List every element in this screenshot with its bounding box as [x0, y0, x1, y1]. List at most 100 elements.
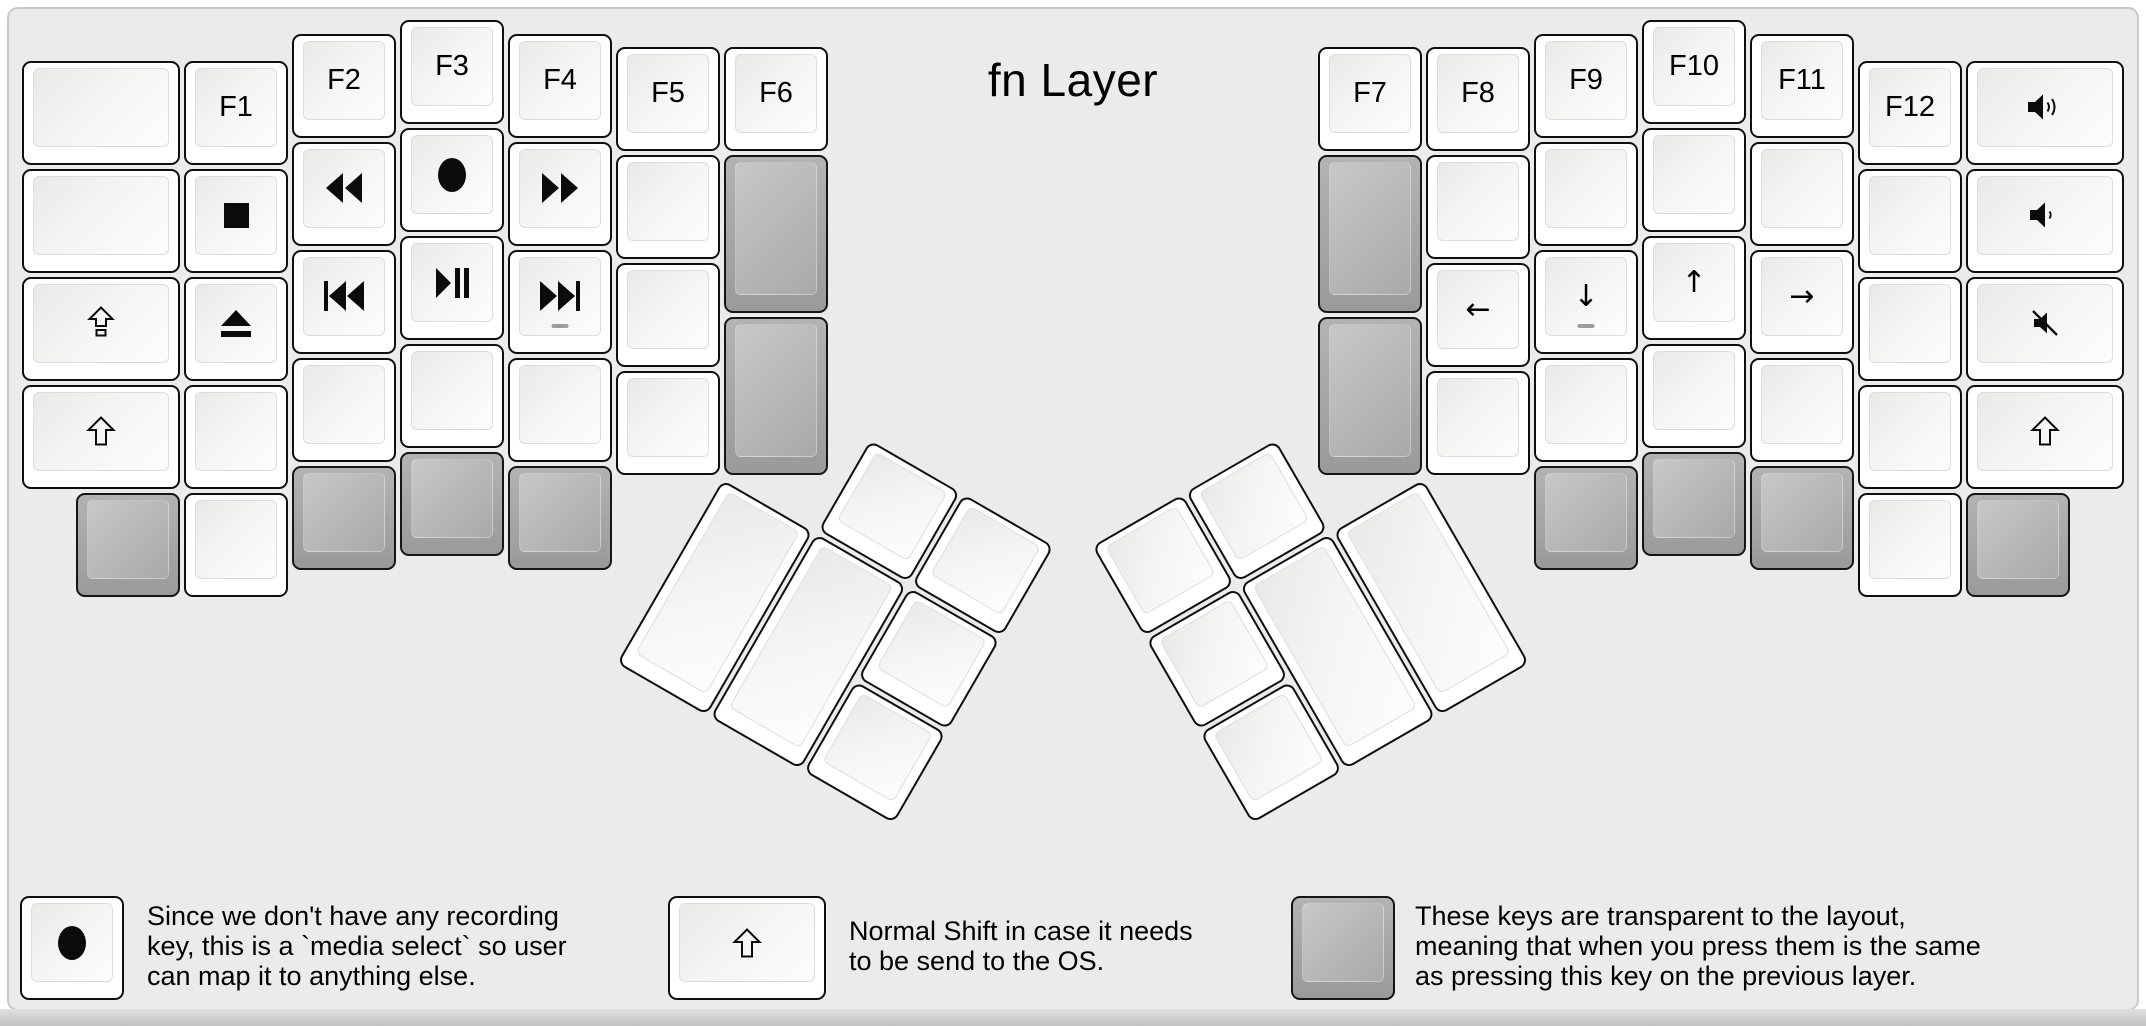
key-blank [616, 263, 720, 367]
homing-dash [551, 324, 569, 328]
key-f7: F7 [1318, 47, 1422, 151]
shift-icon [732, 927, 762, 958]
key-arrow-up: ↑ [1642, 236, 1746, 340]
key-transparent [1291, 896, 1395, 1000]
key-f3: F3 [400, 20, 504, 124]
key-transparent [1750, 465, 1854, 570]
volume-mute-icon [2030, 308, 2060, 338]
key-blank [616, 371, 720, 475]
key-label: F10 [1669, 50, 1719, 82]
key-label: F9 [1569, 63, 1603, 96]
key-blank [1858, 276, 1962, 381]
key-blank [1426, 371, 1530, 475]
legend-text-shift: Normal Shift in case it needs to be send… [849, 916, 1193, 976]
key-blank [1858, 384, 1962, 489]
key-blank [1642, 128, 1746, 232]
key-blank [1858, 492, 1962, 597]
key-blank [1750, 357, 1854, 462]
key-label: F3 [435, 50, 469, 82]
key-record [400, 128, 504, 232]
key-fast-forward [508, 141, 612, 246]
key-blank [22, 60, 180, 165]
volume-down-icon [2030, 201, 2060, 229]
stop-icon [223, 202, 249, 228]
key-f12: F12 [1858, 60, 1962, 165]
key-transparent [292, 465, 396, 570]
key-arrow-right: → [1750, 249, 1854, 354]
legend-text-record: Since we don't have any recording key, t… [147, 901, 567, 991]
key-eject [184, 276, 288, 381]
key-blank [400, 344, 504, 448]
key-transparent [400, 452, 504, 556]
key-label: F6 [759, 77, 793, 109]
key-label: F1 [219, 90, 253, 123]
key-blank [292, 357, 396, 462]
key-next-track [508, 249, 612, 354]
key-f4: F4 [508, 33, 612, 138]
key-label: F8 [1461, 77, 1495, 109]
key-label: F7 [1353, 77, 1387, 109]
key-f1: F1 [184, 60, 288, 165]
key-f8: F8 [1426, 47, 1530, 151]
legend-text-transparent: These keys are transparent to the layout… [1415, 901, 1981, 991]
bottom-band [0, 1009, 2146, 1026]
key-label: F5 [651, 77, 685, 109]
caps-lock-icon [87, 306, 115, 340]
key-label: ↑ [1681, 265, 1707, 300]
key-label: F4 [543, 63, 577, 96]
prev-track-icon [324, 281, 364, 311]
key-blank [22, 168, 180, 273]
key-transparent [1642, 452, 1746, 556]
key-rewind [292, 141, 396, 246]
key-transparent [508, 465, 612, 570]
shift-icon [86, 416, 116, 446]
key-label: ← [1465, 292, 1491, 327]
key-play-pause [400, 236, 504, 340]
key-record [20, 896, 124, 1000]
volume-up-icon [2028, 93, 2062, 121]
key-f10: F10 [1642, 20, 1746, 124]
shift-icon [2030, 416, 2060, 446]
key-label: → [1789, 278, 1815, 314]
key-caps-lock [22, 276, 180, 381]
record-icon [57, 925, 87, 961]
key-f11: F11 [1750, 33, 1854, 138]
key-blank [1534, 141, 1638, 246]
rewind-icon [326, 173, 362, 203]
key-blank [1534, 357, 1638, 462]
key-transparent [1534, 465, 1638, 570]
key-blank [1858, 168, 1962, 273]
key-stop [184, 168, 288, 273]
key-blank [1642, 344, 1746, 448]
next-track-icon [540, 281, 580, 311]
key-label: F2 [327, 63, 361, 96]
key-volume-down [1966, 168, 2124, 273]
key-transparent [1966, 492, 2070, 597]
key-f9: F9 [1534, 33, 1638, 138]
eject-icon [221, 309, 251, 337]
key-transparent [724, 317, 828, 475]
key-arrow-down: ↓ [1534, 249, 1638, 354]
key-transparent [724, 155, 828, 313]
key-volume-mute [1966, 276, 2124, 381]
key-label: F11 [1778, 63, 1826, 96]
key-label: ↓ [1573, 278, 1599, 314]
key-transparent [1318, 155, 1422, 313]
key-volume-up [1966, 60, 2124, 165]
key-transparent [76, 492, 180, 597]
key-f2: F2 [292, 33, 396, 138]
fast-forward-icon [542, 173, 578, 203]
homing-dash [1577, 324, 1595, 328]
key-transparent [1318, 317, 1422, 475]
key-blank [1426, 155, 1530, 259]
play-pause-icon [435, 267, 469, 298]
key-shift [668, 896, 826, 1000]
layer-title: fn Layer [987, 54, 1159, 106]
key-arrow-left: ← [1426, 263, 1530, 367]
key-label: F12 [1885, 90, 1935, 123]
key-blank [616, 155, 720, 259]
key-blank [184, 492, 288, 597]
record-icon [437, 157, 467, 193]
key-shift-left [22, 384, 180, 489]
key-blank [1750, 141, 1854, 246]
